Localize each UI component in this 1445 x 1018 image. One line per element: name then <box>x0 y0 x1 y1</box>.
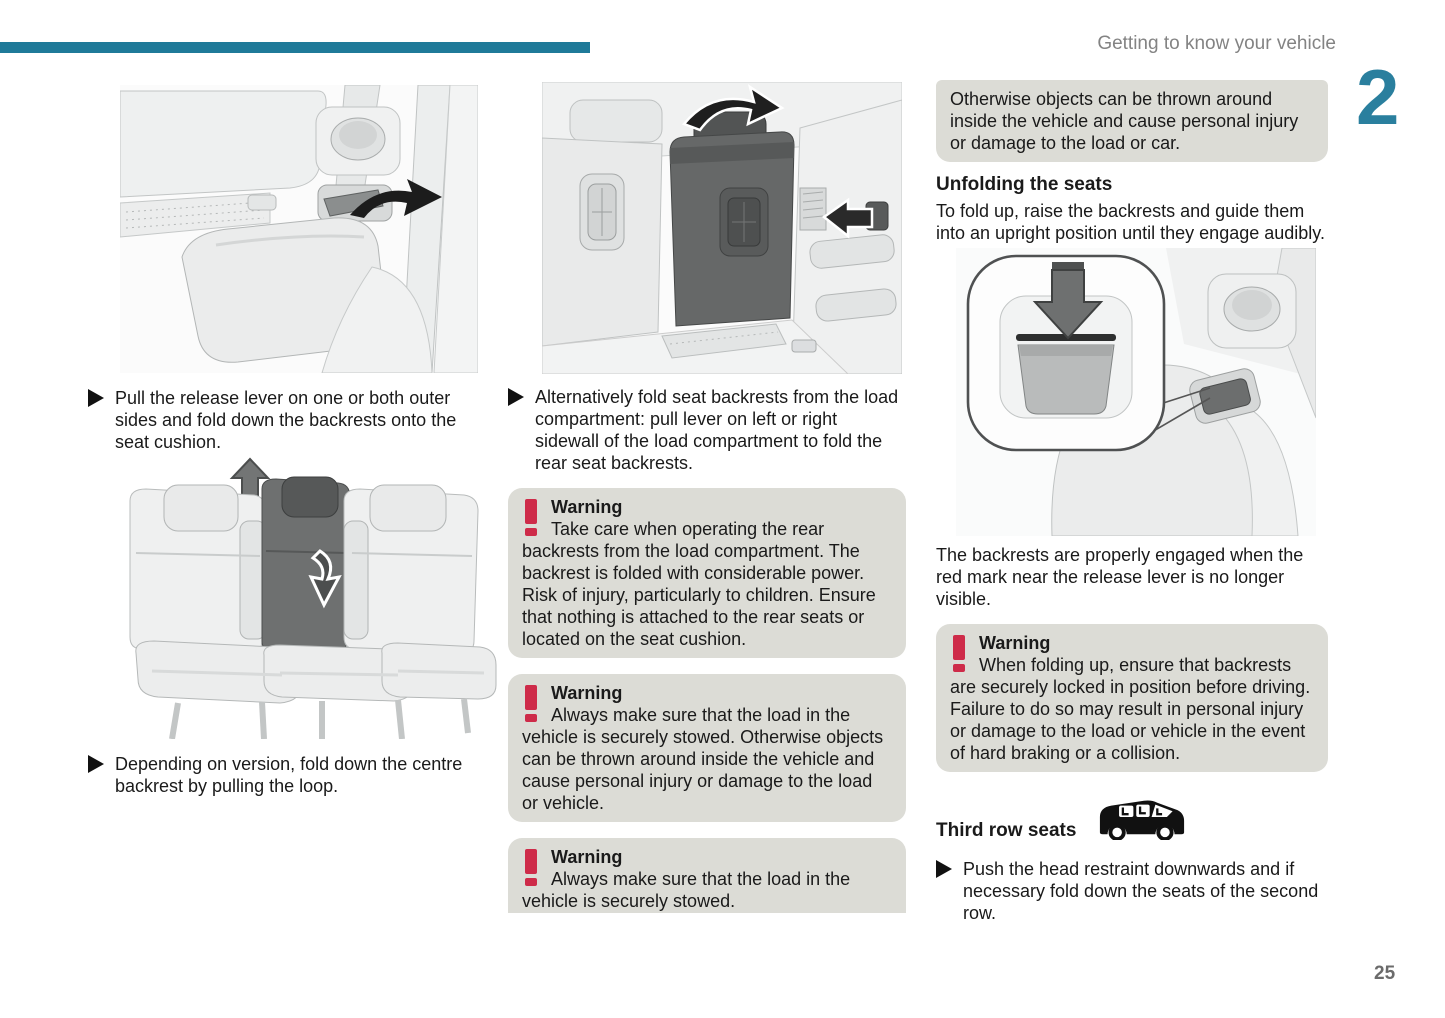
paragraph: To fold up, raise the backrests and guid… <box>936 201 1325 243</box>
warning-exclamation-icon <box>525 685 538 725</box>
warning-body: Always make sure that the load in the ve… <box>522 705 884 813</box>
warning-box-truncated: Warning Always make sure that the load i… <box>508 838 906 913</box>
instruction-bullet: Push the head restraint downwards and if… <box>936 858 1328 924</box>
running-header: Getting to know your vehicle <box>1097 33 1336 54</box>
section-heading: Unfolding the seats <box>936 174 1113 195</box>
bullet-text: Alternatively fold seat backrests from t… <box>535 387 899 473</box>
warning-title: Warning <box>979 633 1051 653</box>
warning-box: Warning Take care when operating the rea… <box>508 488 906 658</box>
paragraph: The backrests are properly engaged when … <box>936 545 1304 609</box>
minivan-icon <box>1100 800 1185 840</box>
third-row-seats-heading-row: Third row seats <box>936 796 1328 842</box>
warning-title: Warning <box>551 683 623 703</box>
illustration-release-lever-icon <box>120 85 478 373</box>
instruction-bullet: Alternatively fold seat backrests from t… <box>508 386 906 474</box>
warning-box: Warning When folding up, ensure that bac… <box>936 624 1328 772</box>
warning-title: Warning <box>551 847 623 867</box>
warning-title: Warning <box>551 497 623 517</box>
subsection-heading: Third row seats <box>936 820 1077 841</box>
bullet-text: Pull the release lever on one or both ou… <box>115 388 457 452</box>
warning-exclamation-icon <box>525 849 538 889</box>
illustration-load-compartment-icon <box>542 82 902 374</box>
chapter-number: 2 <box>1356 53 1400 141</box>
warning-body: Take care when operating the rear backre… <box>522 519 876 649</box>
instruction-bullet: Pull the release lever on one or both ou… <box>88 387 490 453</box>
column-2: Alternatively fold seat backrests from t… <box>508 82 906 913</box>
bullet-arrow-icon <box>508 388 524 406</box>
accent-bar <box>0 42 590 53</box>
bullet-text: Push the head restraint downwards and if… <box>963 859 1319 923</box>
warning-body: Always make sure that the load in the ve… <box>522 869 851 911</box>
warning-box: Warning Always make sure that the load i… <box>508 674 906 822</box>
warning-continuation-box: Otherwise objects can be thrown around i… <box>936 80 1328 162</box>
illustration-unfold-lever-closeup-icon <box>956 248 1316 536</box>
bullet-text: Depending on version, fold down the cent… <box>115 754 463 796</box>
warning-body: When folding up, ensure that backrests a… <box>950 655 1311 763</box>
bullet-arrow-icon <box>88 755 104 773</box>
column-1: Pull the release lever on one or both ou… <box>88 85 497 797</box>
warning-exclamation-icon <box>525 499 538 539</box>
column-3: Otherwise objects can be thrown around i… <box>936 80 1328 924</box>
illustration-rear-seats-icon <box>112 457 497 739</box>
warning-exclamation-icon <box>953 635 966 675</box>
bullet-arrow-icon <box>936 860 952 878</box>
bullet-arrow-icon <box>88 389 104 407</box>
instruction-bullet: Depending on version, fold down the cent… <box>88 753 490 797</box>
page-number: 25 <box>1374 963 1396 984</box>
